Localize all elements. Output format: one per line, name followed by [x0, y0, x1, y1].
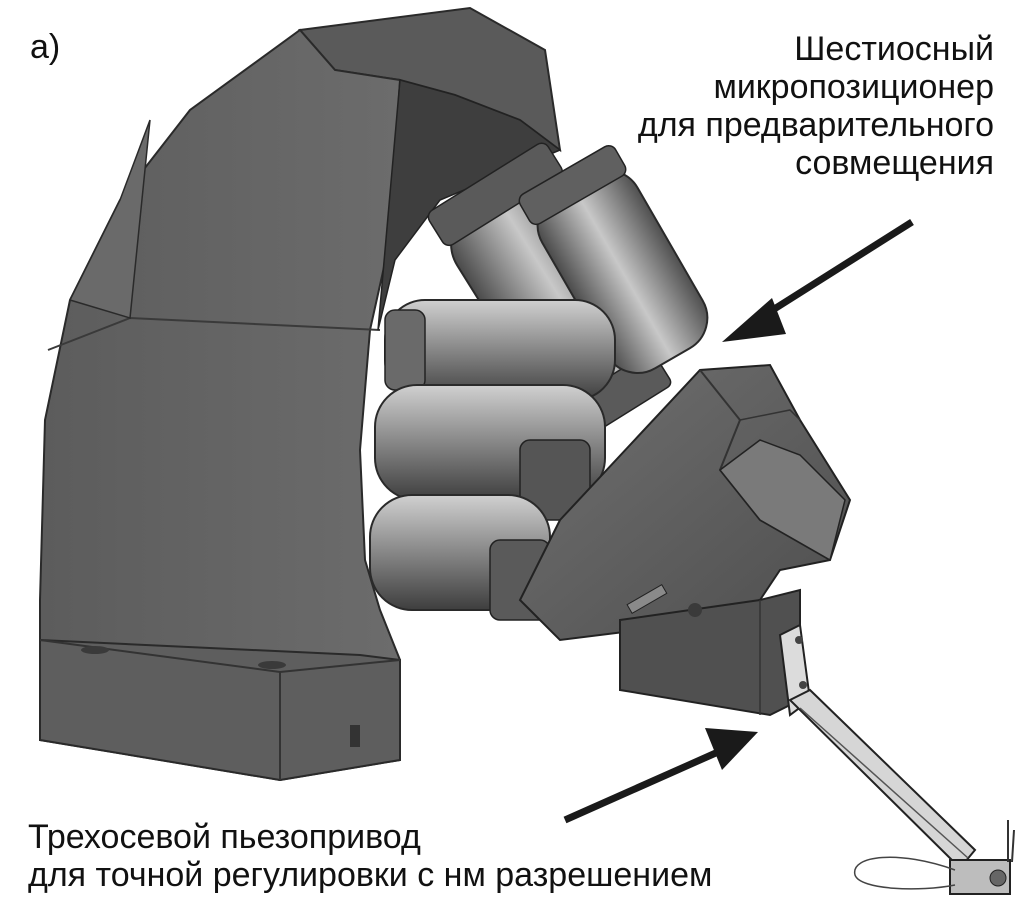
piezo-rod: [626, 583, 668, 615]
piezo-stage: [619, 583, 801, 717]
base-hole-left: [81, 646, 109, 654]
piezo-label-line: для точной регулировки с нм разрешением: [28, 856, 713, 894]
base-slot: [350, 725, 360, 747]
hexapod-label: Шестиосный микропозиционер для предварит…: [638, 30, 994, 182]
platform-body: [518, 363, 852, 642]
hexapod-label-line: для предварительного: [637, 106, 994, 144]
hexapod-frame: [39, 6, 562, 782]
panel-label: а): [30, 28, 61, 66]
arrow-hexapod-shaft: [758, 219, 914, 321]
probe-wire: [1007, 820, 1015, 863]
piezo-label-line: Трехосевой пьезопривод: [28, 818, 421, 856]
hexapod-label-line: Шестиосный: [794, 30, 994, 68]
platform-front: [718, 439, 846, 562]
piezo-label: Трехосевой пьезопривод для точной регули…: [28, 818, 712, 894]
hexapod-label-line: совмещения: [795, 144, 994, 182]
arm-beam: [788, 688, 977, 870]
probe-loop: [854, 856, 956, 890]
hexapod-label-line: микропозиционер: [713, 68, 994, 106]
arrow-piezo-shaft: [563, 748, 720, 824]
arrow-hexapod-head: [722, 298, 786, 342]
frame-base: [39, 638, 401, 782]
hexapod-platform: [518, 363, 852, 642]
base-hole-right: [258, 661, 286, 669]
frame-chamfer: [68, 119, 151, 319]
callout-arrows: [563, 219, 914, 824]
piezo-screw: [688, 603, 702, 617]
hexapod-actuators: [369, 142, 709, 621]
probe-arm: [778, 623, 1015, 895]
arrow-piezo-head: [705, 728, 758, 770]
